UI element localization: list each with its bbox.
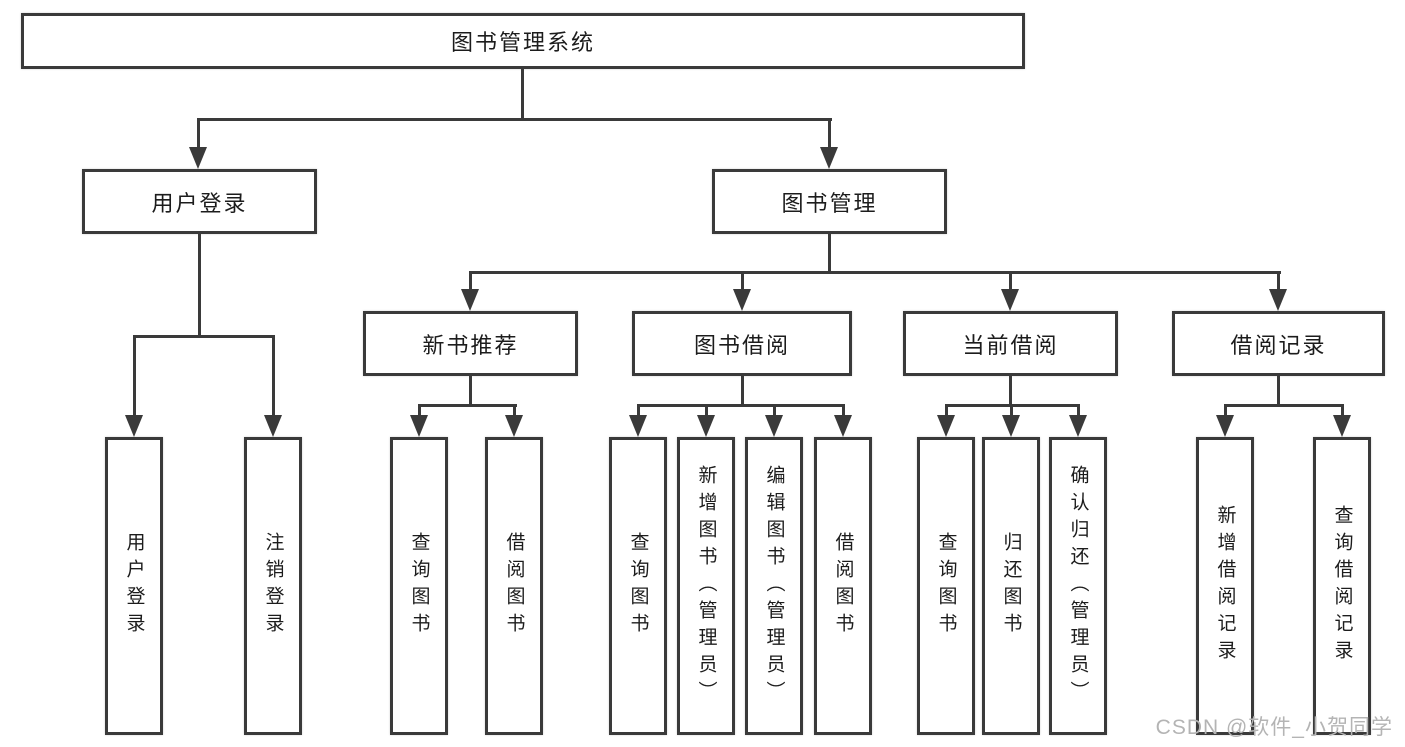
drop-line xyxy=(773,404,776,416)
leaf-borrow-add-book: 新增图书（管理员） xyxy=(677,437,735,735)
leaf-logout-label: 注销登录 xyxy=(262,532,284,640)
node-root-label: 图书管理系统 xyxy=(450,30,595,55)
leaf-current-confirm-return: 确认归还（管理员） xyxy=(1049,437,1107,735)
arrow-down-icon xyxy=(733,289,751,311)
stem-line xyxy=(198,233,201,338)
drop-line xyxy=(133,335,136,417)
node-book-management: 图书管理 xyxy=(712,169,947,234)
arrow-down-icon xyxy=(937,415,955,437)
node-book-borrow-label: 图书借阅 xyxy=(693,332,790,358)
node-book-management-label: 图书管理 xyxy=(781,190,878,216)
node-root: 图书管理系统 xyxy=(21,13,1025,69)
arrow-down-icon xyxy=(697,415,715,437)
leaf-current-query-label: 查询图书 xyxy=(935,532,957,640)
leaf-record-add: 新增借阅记录 xyxy=(1196,437,1254,735)
arrow-down-icon xyxy=(189,147,207,169)
drop-line xyxy=(513,404,516,416)
arrow-down-icon xyxy=(629,415,647,437)
node-current-borrow-label: 当前借阅 xyxy=(962,332,1059,358)
drop-line xyxy=(1077,404,1080,416)
arrow-down-icon xyxy=(264,415,282,437)
leaf-current-query: 查询图书 xyxy=(917,437,975,735)
drop-line xyxy=(842,404,845,416)
drop-line xyxy=(469,271,472,291)
arrow-down-icon xyxy=(1069,415,1087,437)
leaf-newbook-borrow: 借阅图书 xyxy=(485,437,543,735)
branch-line xyxy=(197,118,832,121)
stem-line xyxy=(1009,375,1012,407)
arrow-down-icon xyxy=(505,415,523,437)
arrow-down-icon xyxy=(765,415,783,437)
arrow-down-icon xyxy=(1269,289,1287,311)
node-borrow-record-label: 借阅记录 xyxy=(1230,332,1327,358)
arrow-down-icon xyxy=(1216,415,1234,437)
leaf-borrow-edit-book: 编辑图书（管理员） xyxy=(745,437,803,735)
leaf-current-confirm-return-label: 确认归还（管理员） xyxy=(1067,464,1089,708)
stem-line xyxy=(469,375,472,407)
arrow-down-icon xyxy=(410,415,428,437)
arrow-down-icon xyxy=(1333,415,1351,437)
stem-line xyxy=(1277,375,1280,407)
arrow-down-icon xyxy=(125,415,143,437)
drop-line xyxy=(705,404,708,416)
leaf-borrow-add-book-label: 新增图书（管理员） xyxy=(695,464,717,708)
leaf-user-login-label: 用户登录 xyxy=(123,532,145,640)
branch-line xyxy=(418,404,517,407)
leaf-newbook-borrow-label: 借阅图书 xyxy=(503,532,525,640)
drop-line xyxy=(1277,271,1280,291)
drop-line xyxy=(1010,404,1013,416)
stem-line xyxy=(741,375,744,407)
drop-line xyxy=(1341,404,1344,416)
leaf-user-login: 用户登录 xyxy=(105,437,163,735)
leaf-current-return-label: 归还图书 xyxy=(1000,532,1022,640)
leaf-logout: 注销登录 xyxy=(244,437,302,735)
drop-line xyxy=(945,404,948,416)
drop-line xyxy=(197,118,200,148)
arrow-down-icon xyxy=(1001,289,1019,311)
node-user-login: 用户登录 xyxy=(82,169,317,234)
node-new-book-recommend-label: 新书推荐 xyxy=(422,332,519,358)
drop-line xyxy=(1224,404,1227,416)
leaf-borrow-book-label: 借阅图书 xyxy=(832,532,854,640)
stem-line xyxy=(828,233,831,274)
arrow-down-icon xyxy=(834,415,852,437)
drop-line xyxy=(418,404,421,416)
node-new-book-recommend: 新书推荐 xyxy=(363,311,578,376)
arrow-down-icon xyxy=(820,147,838,169)
branch-line xyxy=(469,271,1281,274)
leaf-record-query-label: 查询借阅记录 xyxy=(1331,505,1353,667)
arrow-down-icon xyxy=(1002,415,1020,437)
drop-line xyxy=(637,404,640,416)
drop-line xyxy=(741,271,744,291)
leaf-borrow-query-label: 查询图书 xyxy=(627,532,649,640)
branch-line xyxy=(1224,404,1344,407)
drop-line xyxy=(1009,271,1012,291)
node-user-login-label: 用户登录 xyxy=(151,190,248,216)
arrow-down-icon xyxy=(461,289,479,311)
drop-line xyxy=(828,118,831,148)
leaf-newbook-query: 查询图书 xyxy=(390,437,448,735)
node-current-borrow: 当前借阅 xyxy=(903,311,1118,376)
node-borrow-record: 借阅记录 xyxy=(1172,311,1385,376)
leaf-borrow-query: 查询图书 xyxy=(609,437,667,735)
leaf-record-query: 查询借阅记录 xyxy=(1313,437,1371,735)
stem-line xyxy=(521,68,524,121)
node-book-borrow: 图书借阅 xyxy=(632,311,852,376)
csdn-watermark: CSDN @软件_小贺同学 xyxy=(1155,716,1393,739)
leaf-newbook-query-label: 查询图书 xyxy=(408,532,430,640)
drop-line xyxy=(272,335,275,417)
leaf-record-add-label: 新增借阅记录 xyxy=(1214,505,1236,667)
branch-line xyxy=(637,404,845,407)
leaf-borrow-edit-book-label: 编辑图书（管理员） xyxy=(763,464,785,708)
branch-line xyxy=(133,335,275,338)
leaf-current-return: 归还图书 xyxy=(982,437,1040,735)
leaf-borrow-book: 借阅图书 xyxy=(814,437,872,735)
